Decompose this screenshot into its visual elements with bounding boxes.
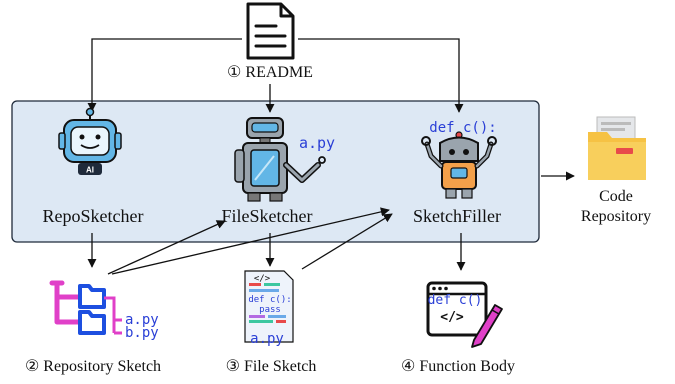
code-file-icon <box>244 270 294 343</box>
readme-label: ① README <box>227 64 313 81</box>
file-sketch-name: a.py <box>250 331 284 347</box>
document-icon <box>246 2 295 60</box>
file-sketch-def: def c(): <box>248 295 291 305</box>
tree-file-a: a.py <box>125 312 159 328</box>
downstream-arrows <box>87 207 466 275</box>
function-body-tag: </> <box>440 310 464 325</box>
robot-head-icon: AI <box>58 107 122 175</box>
repository-sketch-label: ② Repository Sketch <box>25 358 161 375</box>
tree-file-b: b.py <box>125 325 159 341</box>
folder-tree-icon <box>49 280 122 335</box>
readme-arrows <box>87 38 464 113</box>
sketch-filler-code: def c(): <box>429 120 496 136</box>
filesketcher-label: FileSketcher <box>222 206 313 226</box>
svg-text:AI: AI <box>86 166 94 175</box>
file-sketch-label: ③ File Sketch <box>226 358 317 375</box>
sketch-filler-robot-icon <box>421 131 497 199</box>
file-sketcher-file-label: a.py <box>299 134 335 152</box>
function-body-label: ④ Function Body <box>401 358 515 375</box>
function-body-code: def c() <box>428 293 483 308</box>
sketchfiller-label: SketchFiller <box>413 206 501 226</box>
folder-icon <box>588 116 646 180</box>
code-repository-label: Code <box>599 188 633 205</box>
code-editor-icon <box>426 281 503 348</box>
file-sketch-tag: </> <box>254 274 271 284</box>
reposketcher-label: RepoSketcher <box>43 206 144 226</box>
file-sketch-pass: pass <box>259 305 281 315</box>
code-repository-label-line2: Repository <box>581 208 651 225</box>
file-sketcher-robot-icon <box>234 117 326 202</box>
